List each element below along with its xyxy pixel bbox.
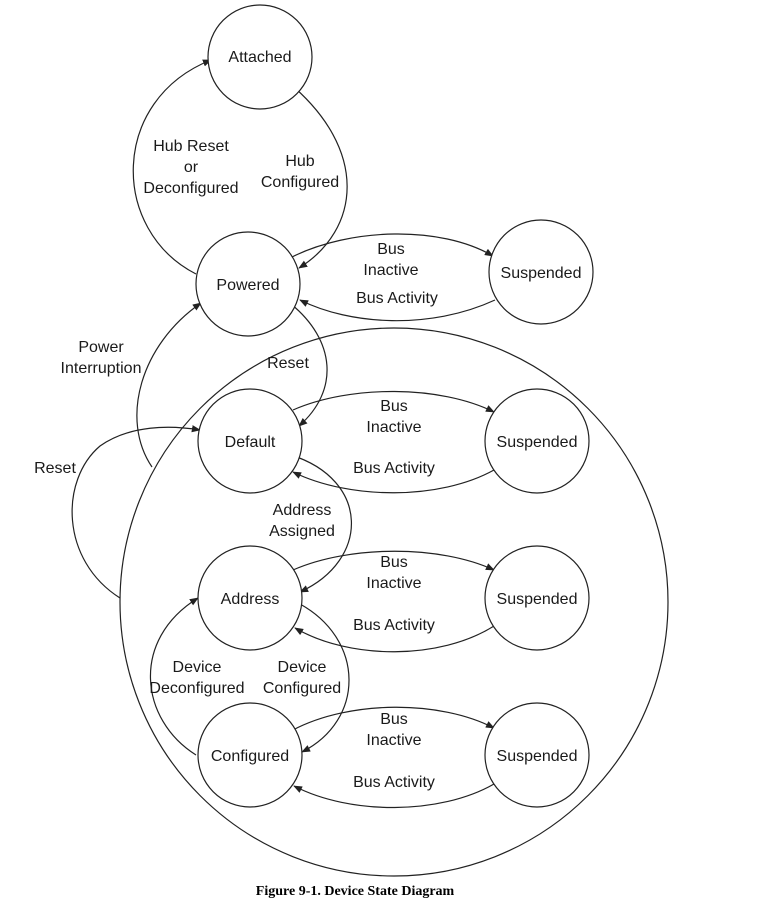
hub-configured-arrow (287, 81, 348, 269)
bus-activity-label: Bus Activity (353, 774, 435, 791)
state-address (197, 545, 303, 651)
suspended-label: Suspended (497, 591, 578, 608)
bus-activity-label: Bus Activity (353, 460, 435, 477)
power-interruption-arrow (136, 302, 202, 468)
device-configured-arrow (299, 603, 350, 753)
configured-bus-inactive-arrow (292, 706, 495, 731)
state-suspended-default (484, 388, 590, 494)
powered-bus-inactive-arrow (291, 233, 494, 258)
device-configured-label: Configured (263, 680, 341, 697)
state-suspended-powered (488, 219, 594, 325)
power-interruption-label: Interruption (61, 360, 142, 377)
hub-reset-label: Deconfigured (143, 180, 238, 197)
address-bus-activity-arrow (294, 625, 495, 653)
device-deconfigured-label: Deconfigured (149, 680, 244, 697)
figure-caption: Figure 9-1. Device State Diagram (255, 884, 455, 899)
device-deconfigured-arrow (149, 597, 199, 756)
default-bus-activity-arrow (292, 469, 495, 494)
hub-reset-label: or (184, 159, 199, 176)
reset-powered-default-arrow (290, 303, 328, 427)
suspended-label: Suspended (501, 265, 582, 282)
bus-inactive-label: Inactive (363, 262, 418, 279)
bus-activity-label: Bus Activity (356, 290, 438, 307)
bus-inactive-label: Bus (377, 241, 405, 258)
default-label: Default (225, 434, 276, 451)
device-state-diagram: Attached Powered Suspended Default Suspe… (34, 4, 669, 877)
bus-inactive-label: Bus (380, 398, 408, 415)
powered-label: Powered (216, 277, 279, 294)
default-bus-inactive-arrow (292, 390, 495, 413)
state-suspended-configured (484, 702, 590, 808)
powered-bus-activity-arrow (299, 299, 496, 322)
hub-configured-label: Hub (285, 153, 314, 170)
address-assigned-arrow (290, 454, 352, 593)
reset-label: Reset (34, 460, 76, 477)
powered-substates-boundary (119, 327, 669, 877)
bus-inactive-label: Inactive (366, 575, 421, 592)
address-assigned-label: Address (273, 502, 332, 519)
power-interruption-label: Power (78, 339, 124, 356)
state-suspended-address (484, 545, 590, 651)
state-powered (195, 231, 301, 337)
hub-reset-arrow (132, 59, 212, 275)
device-configured-label: Device (278, 659, 327, 676)
address-label: Address (221, 591, 280, 608)
suspended-label: Suspended (497, 434, 578, 451)
suspended-label: Suspended (497, 748, 578, 765)
state-configured (197, 702, 303, 808)
configured-label: Configured (211, 748, 289, 765)
hub-configured-label: Configured (261, 174, 339, 191)
device-deconfigured-label: Device (173, 659, 222, 676)
bus-inactive-label: Inactive (366, 732, 421, 749)
bus-inactive-label: Inactive (366, 419, 421, 436)
hub-reset-label: Hub Reset (153, 138, 229, 155)
attached-label: Attached (228, 49, 291, 66)
reset-loop-arrow (71, 425, 201, 599)
bus-inactive-label: Bus (380, 554, 408, 571)
address-bus-inactive-arrow (292, 550, 495, 571)
bus-inactive-label: Bus (380, 711, 408, 728)
configured-bus-activity-arrow (293, 783, 495, 809)
address-assigned-label: Assigned (269, 523, 335, 540)
bus-activity-label: Bus Activity (353, 617, 435, 634)
state-default (197, 388, 303, 494)
reset-label: Reset (267, 355, 309, 372)
state-attached (207, 4, 313, 110)
